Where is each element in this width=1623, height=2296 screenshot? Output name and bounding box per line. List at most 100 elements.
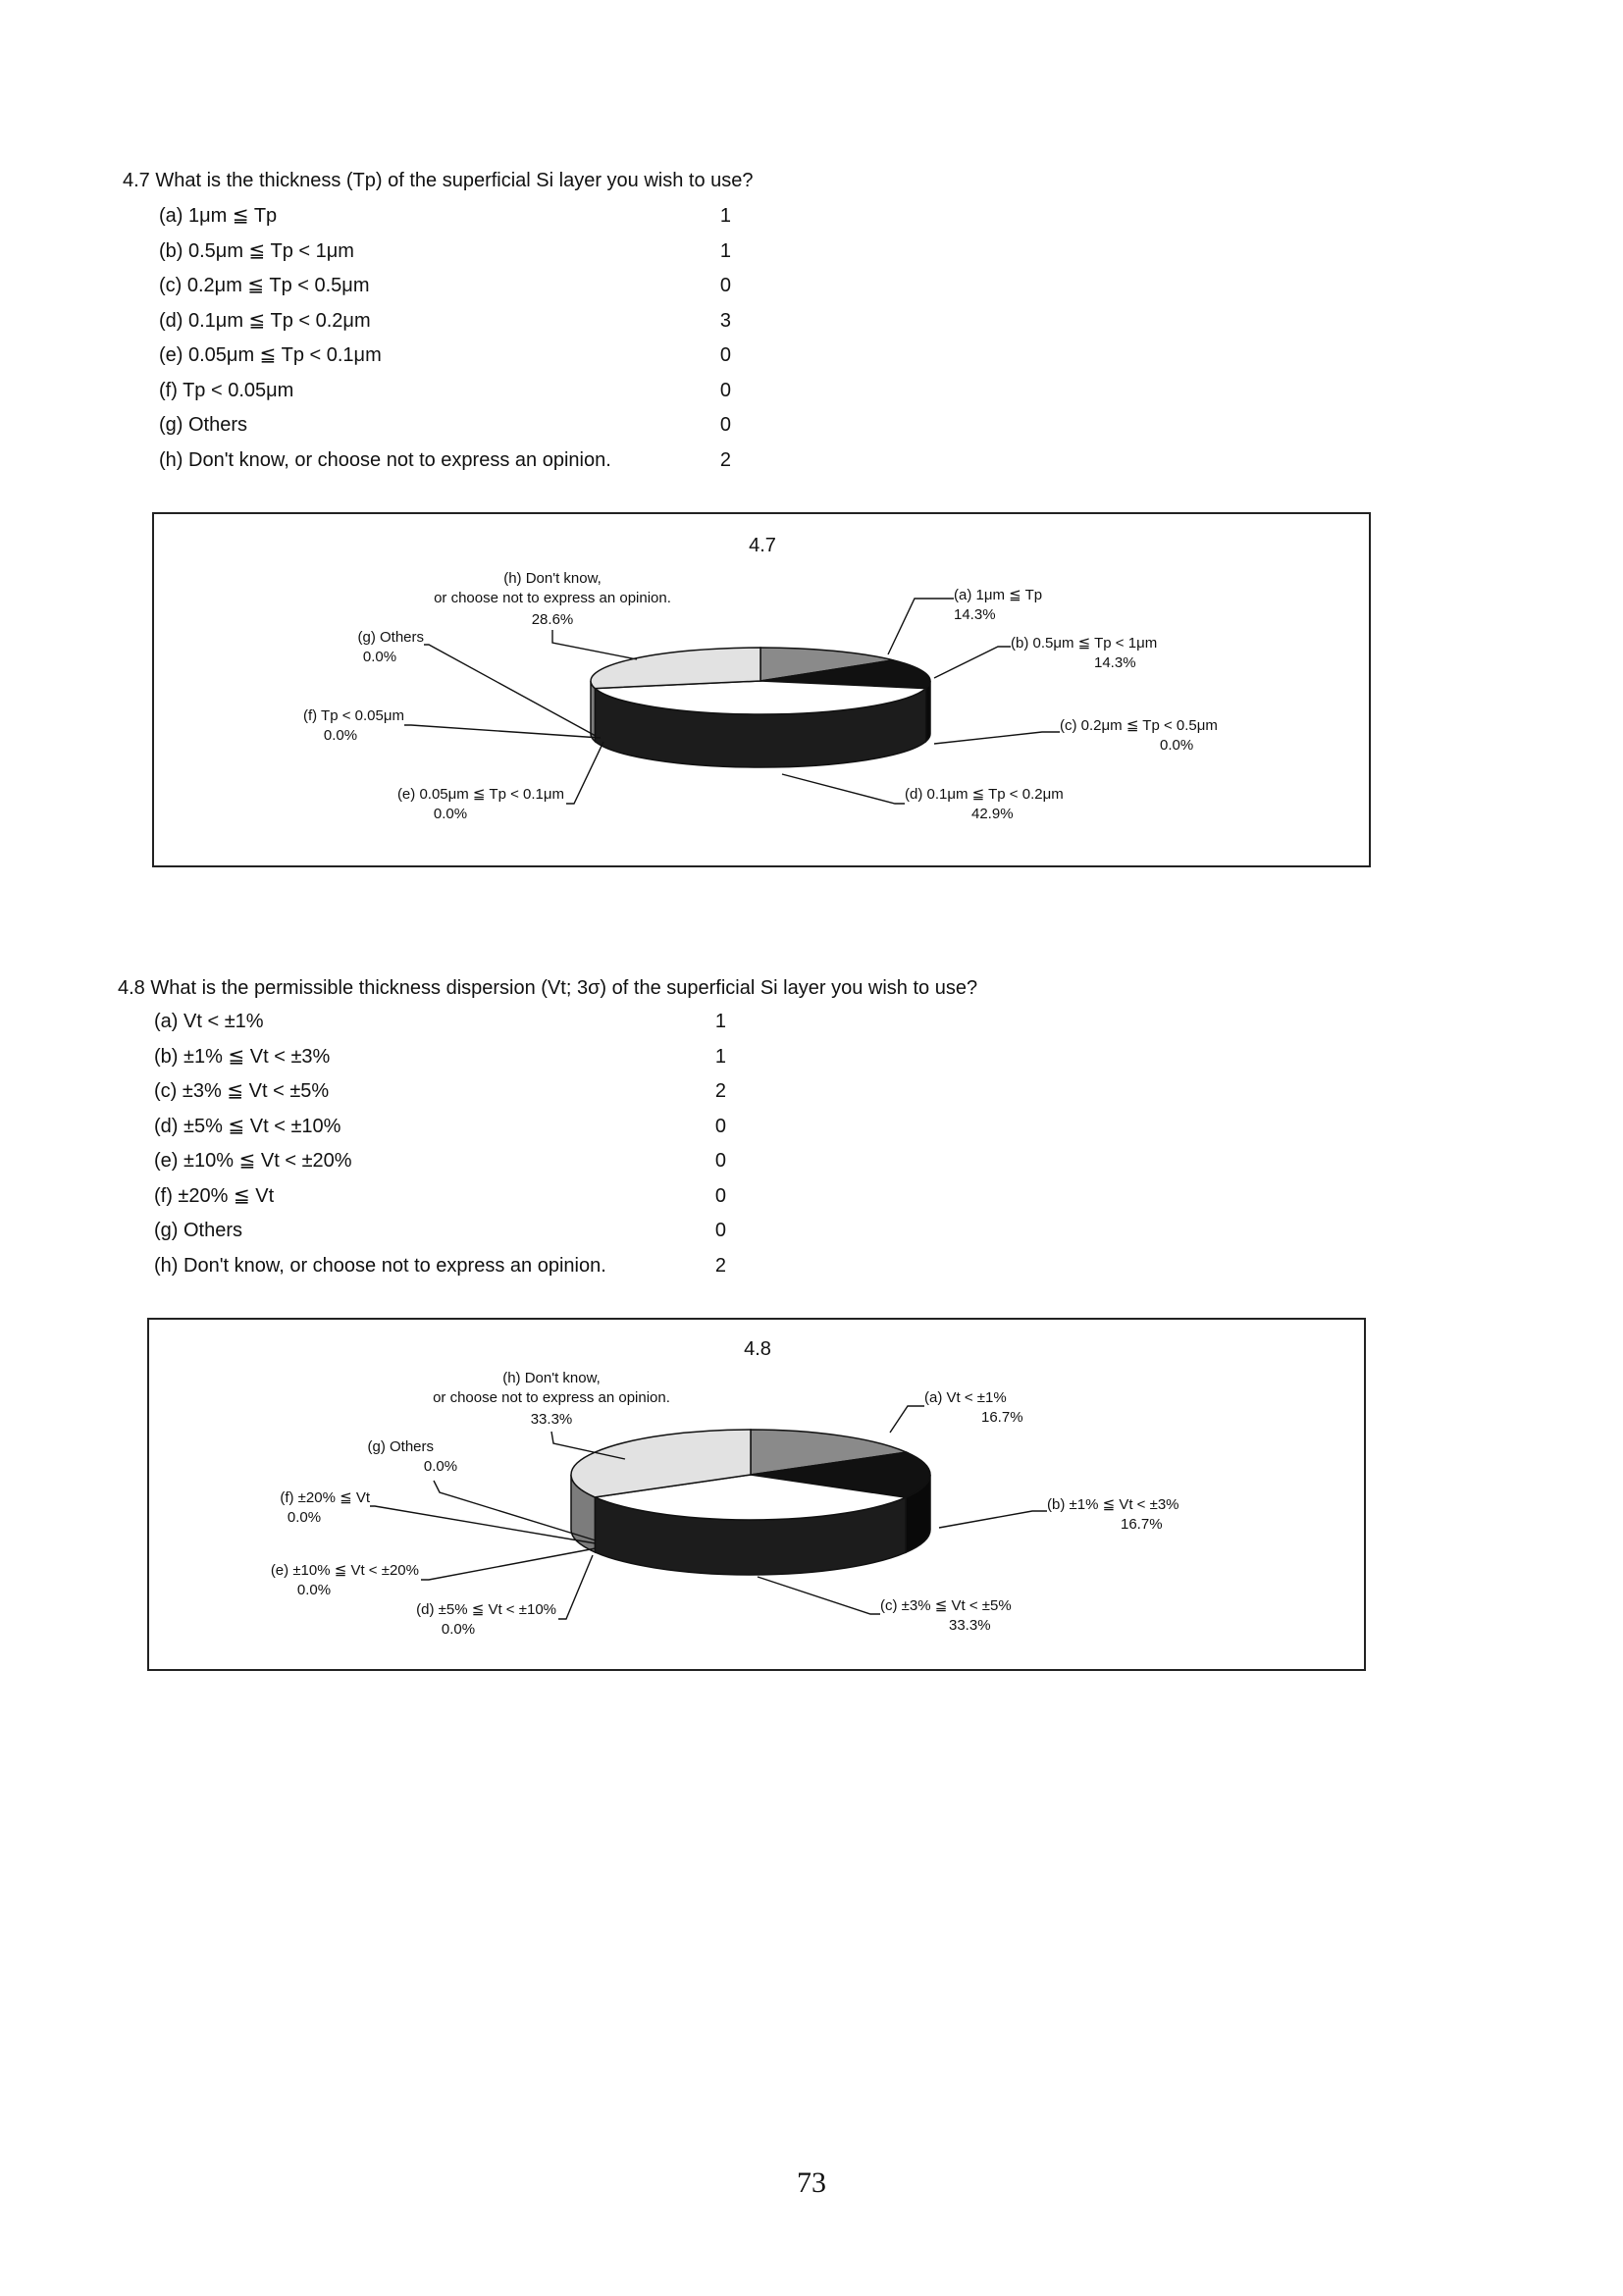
question-4-7: 4.7 What is the thickness (Tp) of the su…: [123, 170, 754, 191]
option-row: (e) ±10% ≦ Vt < ±20%0: [154, 1144, 736, 1177]
slice-value-label: 14.3%: [1094, 654, 1136, 671]
option-count: 3: [719, 309, 731, 332]
option-row: (g) Others 0: [159, 408, 741, 442]
slice-value-label: 0.0%: [442, 1621, 475, 1638]
leader-line: [757, 1576, 880, 1615]
slice-value-label: 0.0%: [288, 1509, 321, 1526]
option-label: (h) Don't know, or choose not to express…: [159, 448, 611, 471]
option-label: (g) Others: [154, 1220, 243, 1241]
page-number: 73: [797, 2166, 826, 2199]
slice-value-label: 33.3%: [531, 1411, 573, 1428]
leader-line: [933, 646, 1011, 679]
option-count: 2: [714, 1254, 726, 1277]
pie-chart-4-8: 4.8 (a) Vt < ±1% 16.7% (b) ±1% ≦ Vt < ±3% 16…: [147, 1318, 1366, 1671]
pie-slice-side: [590, 680, 597, 744]
chart-title: 4.7: [749, 535, 776, 556]
option-label: (b) 0.5μm ≦ Tp < 1μm: [159, 239, 354, 262]
option-label: (b) ±1% ≦ Vt < ±3%: [154, 1045, 331, 1068]
option-label: (c) ±3% ≦ Vt < ±5%: [154, 1080, 330, 1102]
option-row: (e) 0.05μm ≦ Tp < 0.1μm 0: [159, 339, 741, 372]
slice-label-text: (g) Others: [357, 629, 424, 646]
slice-label-h: (h) Don't know,or choose not to express …: [433, 1370, 670, 1460]
slice-label-text: (h) Don't know,: [503, 570, 602, 587]
slice-value-label: 14.3%: [954, 606, 996, 623]
slice-label-b: (b) ±1% ≦ Vt < ±3% 16.7%: [938, 1496, 1179, 1533]
pie-slice-d: [593, 680, 928, 715]
slice-label-f: (f) ±20% ≦ Vt0.0%: [280, 1489, 597, 1544]
slice-label-text: (a) Vt < ±1%: [924, 1389, 1007, 1406]
leader-line: [370, 1505, 597, 1544]
slice-label-text: (b) 0.5μm ≦ Tp < 1μm: [1011, 635, 1157, 652]
slice-value-label: 0.0%: [1160, 737, 1193, 754]
option-label: (e) ±10% ≦ Vt < ±20%: [154, 1150, 352, 1172]
slice-value-label: 16.7%: [1121, 1516, 1163, 1533]
option-label: (g) Others: [159, 414, 248, 436]
pie-side-walls: [570, 1474, 931, 1576]
option-count: 0: [719, 275, 731, 296]
option-label: (f) ±20% ≦ Vt: [154, 1184, 275, 1207]
slice-label-c: (c) ±3% ≦ Vt < ±5%33.3%: [757, 1576, 1012, 1634]
slice-value-label: 28.6%: [532, 611, 574, 628]
option-row: (h) Don't know, or choose not to express…: [159, 444, 741, 477]
option-row: (b) 0.5μm ≦ Tp < 1μm 1: [159, 235, 741, 268]
option-row: (d) 0.1μm ≦ Tp < 0.2μm 3: [159, 304, 741, 338]
leader-line: [551, 630, 638, 660]
pie-chart-4-8-svg: 4.8 (a) Vt < ±1% 16.7% (b) ±1% ≦ Vt < ±3% 16…: [271, 1338, 1179, 1638]
leader-line: [404, 724, 602, 739]
option-label: (e) 0.05μm ≦ Tp < 0.1μm: [159, 344, 382, 366]
leader-line: [938, 1510, 1047, 1529]
slice-label-text: (b) ±1% ≦ Vt < ±3%: [1047, 1496, 1179, 1513]
option-count: 2: [719, 448, 731, 471]
slice-label-g: (g) Others 0.0%: [357, 629, 597, 737]
slice-label-text: (a) 1μm ≦ Tp: [954, 587, 1042, 603]
pie-slice-b: [759, 659, 931, 690]
slice-value-label: 33.3%: [949, 1617, 991, 1634]
option-row: (a) Vt < ±1%1: [154, 1005, 736, 1038]
slice-value-label: 0.0%: [297, 1582, 331, 1598]
option-row: (c) ±3% ≦ Vt < ±5% 2: [154, 1074, 736, 1108]
option-count: 0: [719, 344, 731, 366]
pie-slice-a: [759, 647, 894, 682]
option-row: (h) Don't know, or choose not to express…: [154, 1249, 736, 1282]
option-count: 1: [719, 239, 731, 262]
option-count: 2: [714, 1080, 726, 1102]
slice-label-text: (e) 0.05μm ≦ Tp < 0.1μm: [397, 786, 564, 803]
pie-top-faces: [590, 647, 931, 715]
option-row: (a) 1μm ≦ Tp 1: [159, 199, 741, 233]
pie-slice-h: [590, 647, 761, 690]
option-count: 1: [719, 205, 731, 227]
leader-line: [550, 1431, 626, 1460]
leader-line: [781, 773, 905, 805]
leader-line: [933, 731, 1060, 745]
slice-label-text: (d) 0.1μm ≦ Tp < 0.2μm: [905, 786, 1064, 803]
option-label: (a) Vt < ±1%: [154, 1011, 264, 1032]
pie-top-faces: [570, 1429, 931, 1521]
slice-value-label: 0.0%: [424, 1458, 457, 1475]
slice-label-text: (f) Tp < 0.05μm: [303, 707, 404, 724]
slice-value-label: 0.0%: [363, 649, 396, 665]
slice-label-e: (e) ±10% ≦ Vt < ±20%0.0%: [271, 1547, 597, 1598]
option-count: 0: [719, 414, 731, 436]
leader-line: [558, 1554, 594, 1620]
option-count: 0: [719, 379, 731, 401]
leader-line: [424, 644, 597, 737]
slice-label-a: (a) 1μm ≦ Tp 14.3%: [887, 587, 1042, 655]
slice-label-d: (d) ±5% ≦ Vt < ±10%0.0%: [416, 1554, 594, 1638]
slice-value-label: 16.7%: [981, 1409, 1023, 1426]
option-count: 1: [714, 1045, 726, 1068]
pie-slice-a: [750, 1429, 910, 1476]
slice-label-a: (a) Vt < ±1% 16.7%: [889, 1389, 1023, 1434]
pie-chart-4-7: 4.7 (a) 1μm ≦ Tp 14.3% (b) 0.5μm ≦ Tp < 1μm…: [152, 512, 1371, 867]
option-label: (d) 0.1μm ≦ Tp < 0.2μm: [159, 309, 371, 332]
option-label: (a) 1μm ≦ Tp: [159, 205, 278, 227]
option-label: (h) Don't know, or choose not to express…: [154, 1254, 606, 1277]
slice-label-text: (h) Don't know,: [502, 1370, 601, 1386]
chart-title: 4.8: [744, 1338, 771, 1360]
